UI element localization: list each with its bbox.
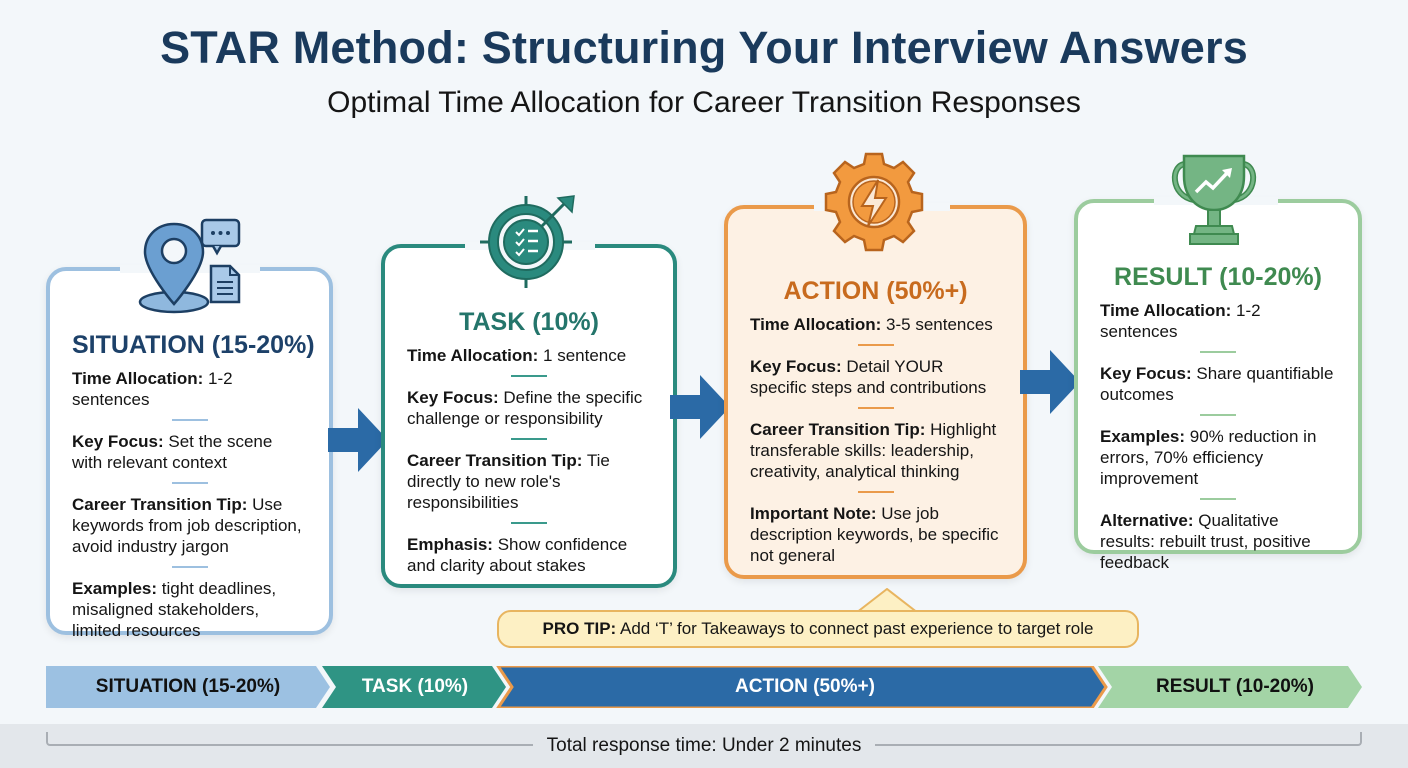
divider — [1200, 351, 1236, 353]
pro-tip-label: PRO TIP: — [542, 619, 617, 638]
divider — [511, 522, 547, 524]
action-key-focus: Key Focus: Detail YOUR specific steps an… — [750, 357, 987, 397]
result-card: RESULT (10-20%) Time Allocation: 1-2 sen… — [1074, 197, 1362, 572]
action-time-allocation: Time Allocation: 3-5 sentences — [750, 315, 993, 334]
time-allocation-timeline — [46, 666, 1362, 708]
action-career-tip: Career Transition Tip: Highlight transfe… — [750, 420, 997, 481]
action-heading: ACTION (50%+) — [783, 277, 968, 305]
situation-key-focus: Key Focus: Set the scene with relevant c… — [72, 432, 273, 472]
timeline-label-action: ACTION (50%+) — [735, 676, 875, 697]
timeline-segment-result — [1098, 666, 1362, 708]
situation-time-allocation: Time Allocation: 1-2 sentences — [72, 369, 233, 409]
map-pin-chat-document-icon — [138, 218, 241, 314]
result-time-allocation: Time Allocation: 1-2 sentences — [1100, 301, 1261, 341]
divider — [171, 419, 208, 421]
timeline-label-situation: SITUATION (15-20%) — [95, 676, 281, 697]
divider — [511, 375, 547, 377]
divider — [857, 407, 894, 409]
result-alternative: Alternative: Qualitative results: rebuil… — [1100, 511, 1311, 572]
result-heading: RESULT (10-20%) — [1114, 263, 1322, 291]
task-key-focus: Key Focus: Define the specific challenge… — [407, 388, 643, 428]
page-title: STAR Method: Structuring Your Interview … — [160, 22, 1248, 73]
gear-lightning-icon — [824, 152, 924, 252]
pro-tip-text: Add ‘T’ for Takeaways to connect past ex… — [616, 619, 1094, 638]
action-important-note: Important Note: Use job description keyw… — [750, 504, 999, 565]
arrow-right-icon — [328, 408, 388, 472]
divider — [1200, 414, 1236, 416]
result-examples: Examples: 90% reduction in errors, 70% e… — [1100, 427, 1317, 488]
divider — [857, 344, 894, 346]
task-emphasis: Emphasis: Show confidence and clarity ab… — [407, 535, 628, 575]
situation-examples: Examples: tight deadlines, misaligned st… — [72, 579, 277, 640]
timeline-label-result: RESULT (10-20%) — [1155, 676, 1314, 697]
timeline-label-task: TASK (10%) — [361, 676, 469, 697]
task-heading: TASK (10%) — [459, 308, 599, 336]
page-subtitle: Optimal Time Allocation for Career Trans… — [327, 86, 1081, 119]
task-career-tip: Career Transition Tip: Tie directly to n… — [407, 451, 610, 512]
task-card: TASK (10%) Time Allocation: 1 sentence K… — [381, 242, 677, 588]
divider — [857, 491, 894, 493]
trophy-trend-icon — [1171, 154, 1257, 245]
result-key-focus: Key Focus: Share quantifiable outcomes — [1100, 364, 1334, 404]
divider — [511, 438, 547, 440]
timeline-segment-action — [496, 666, 1108, 708]
footer-total-time: Total response time: Under 2 minutes — [0, 735, 1408, 757]
timeline-segment-task — [322, 666, 506, 708]
situation-career-tip: Career Transition Tip: Use keywords from… — [72, 495, 302, 556]
situation-heading: SITUATION (15-20%) — [72, 331, 315, 359]
divider — [171, 566, 208, 568]
arrow-right-icon — [670, 375, 730, 439]
action-card: ACTION (50%+) Time Allocation: 3-5 sente… — [724, 203, 1027, 579]
task-time-allocation: Time Allocation: 1 sentence — [407, 346, 627, 365]
situation-card: SITUATION (15-20%) Time Allocation: 1-2 … — [46, 265, 333, 640]
divider — [1200, 498, 1236, 500]
target-checklist-icon — [480, 195, 575, 288]
pro-tip-callout: PRO TIP: Add ‘T’ for Takeaways to connec… — [497, 610, 1139, 648]
timeline-segment-situation — [46, 666, 330, 708]
arrow-right-icon — [1020, 350, 1080, 414]
divider — [171, 482, 208, 484]
